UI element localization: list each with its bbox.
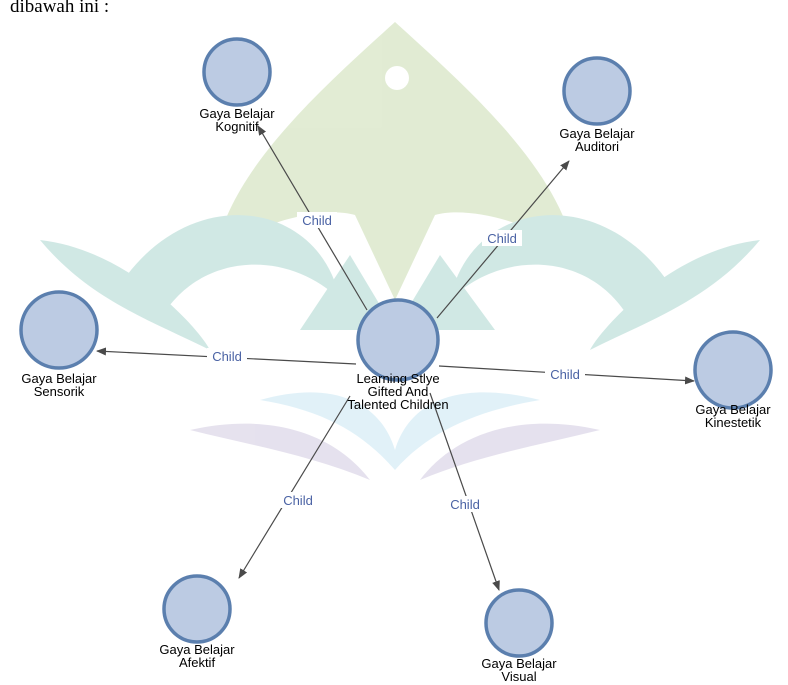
watermark-left-leaf xyxy=(120,215,340,320)
edge-afektif: Child xyxy=(238,395,351,579)
node-label: Visual xyxy=(501,669,536,684)
node-label: Learning Stlye xyxy=(356,371,439,386)
node-label: Gifted And xyxy=(368,384,429,399)
edge-label-background xyxy=(297,212,337,228)
node-label: Gaya Belajar xyxy=(695,402,771,417)
edge-label-background xyxy=(482,230,522,246)
edge-line xyxy=(429,392,500,591)
edge-label-background xyxy=(545,366,585,382)
watermark-logo xyxy=(40,22,760,480)
node-label: Gaya Belajar xyxy=(481,656,557,671)
edge-visual: Child xyxy=(429,392,500,591)
watermark-purple-left xyxy=(190,423,370,480)
edge-kognitif: Child xyxy=(257,125,368,311)
node-label: Gaya Belajar xyxy=(21,371,97,386)
node-label: Afektif xyxy=(179,655,216,670)
edge-kinestetik: Child xyxy=(438,365,695,385)
watermark-purple-right xyxy=(420,423,600,480)
node-label: Gaya Belajar xyxy=(199,106,275,121)
node-circle[interactable] xyxy=(356,298,440,382)
edge-label: Child xyxy=(302,213,332,228)
edge-label: Child xyxy=(450,497,480,512)
edge-label-background xyxy=(278,492,318,508)
watermark-top-leaf xyxy=(215,22,575,300)
edge-label: Child xyxy=(487,231,517,246)
watermark-center-letters xyxy=(300,255,495,330)
watermark-outer-right xyxy=(590,240,760,350)
edge-label-background xyxy=(207,348,247,364)
node-label: Auditori xyxy=(575,139,619,154)
node-label: Gaya Belajar xyxy=(559,126,635,141)
edge-line xyxy=(238,395,351,579)
node-circle[interactable] xyxy=(19,290,99,370)
node-label: Talented Children xyxy=(347,397,448,412)
edge-label: Child xyxy=(212,349,242,364)
caption-text: dibawah ini : xyxy=(10,0,110,17)
edge-auditori: Child xyxy=(436,160,570,319)
edge-sensorik: Child xyxy=(96,347,357,365)
watermark-outer-left xyxy=(40,240,210,350)
node-label: Sensorik xyxy=(34,384,85,399)
watermark-dot xyxy=(385,66,409,90)
node-label: Kognitif xyxy=(215,119,259,134)
edge-label: Child xyxy=(283,493,313,508)
node-circle[interactable] xyxy=(162,574,232,644)
node-label: Kinestetik xyxy=(705,415,762,430)
edge-label: Child xyxy=(550,367,580,382)
node-circle[interactable] xyxy=(693,330,773,410)
node-label: Gaya Belajar xyxy=(159,642,235,657)
node-circle[interactable] xyxy=(562,56,632,126)
watermark-blue-band xyxy=(260,392,540,470)
node-circle[interactable] xyxy=(484,588,554,658)
node-circle[interactable] xyxy=(202,37,272,107)
edge-label-background xyxy=(445,496,485,512)
